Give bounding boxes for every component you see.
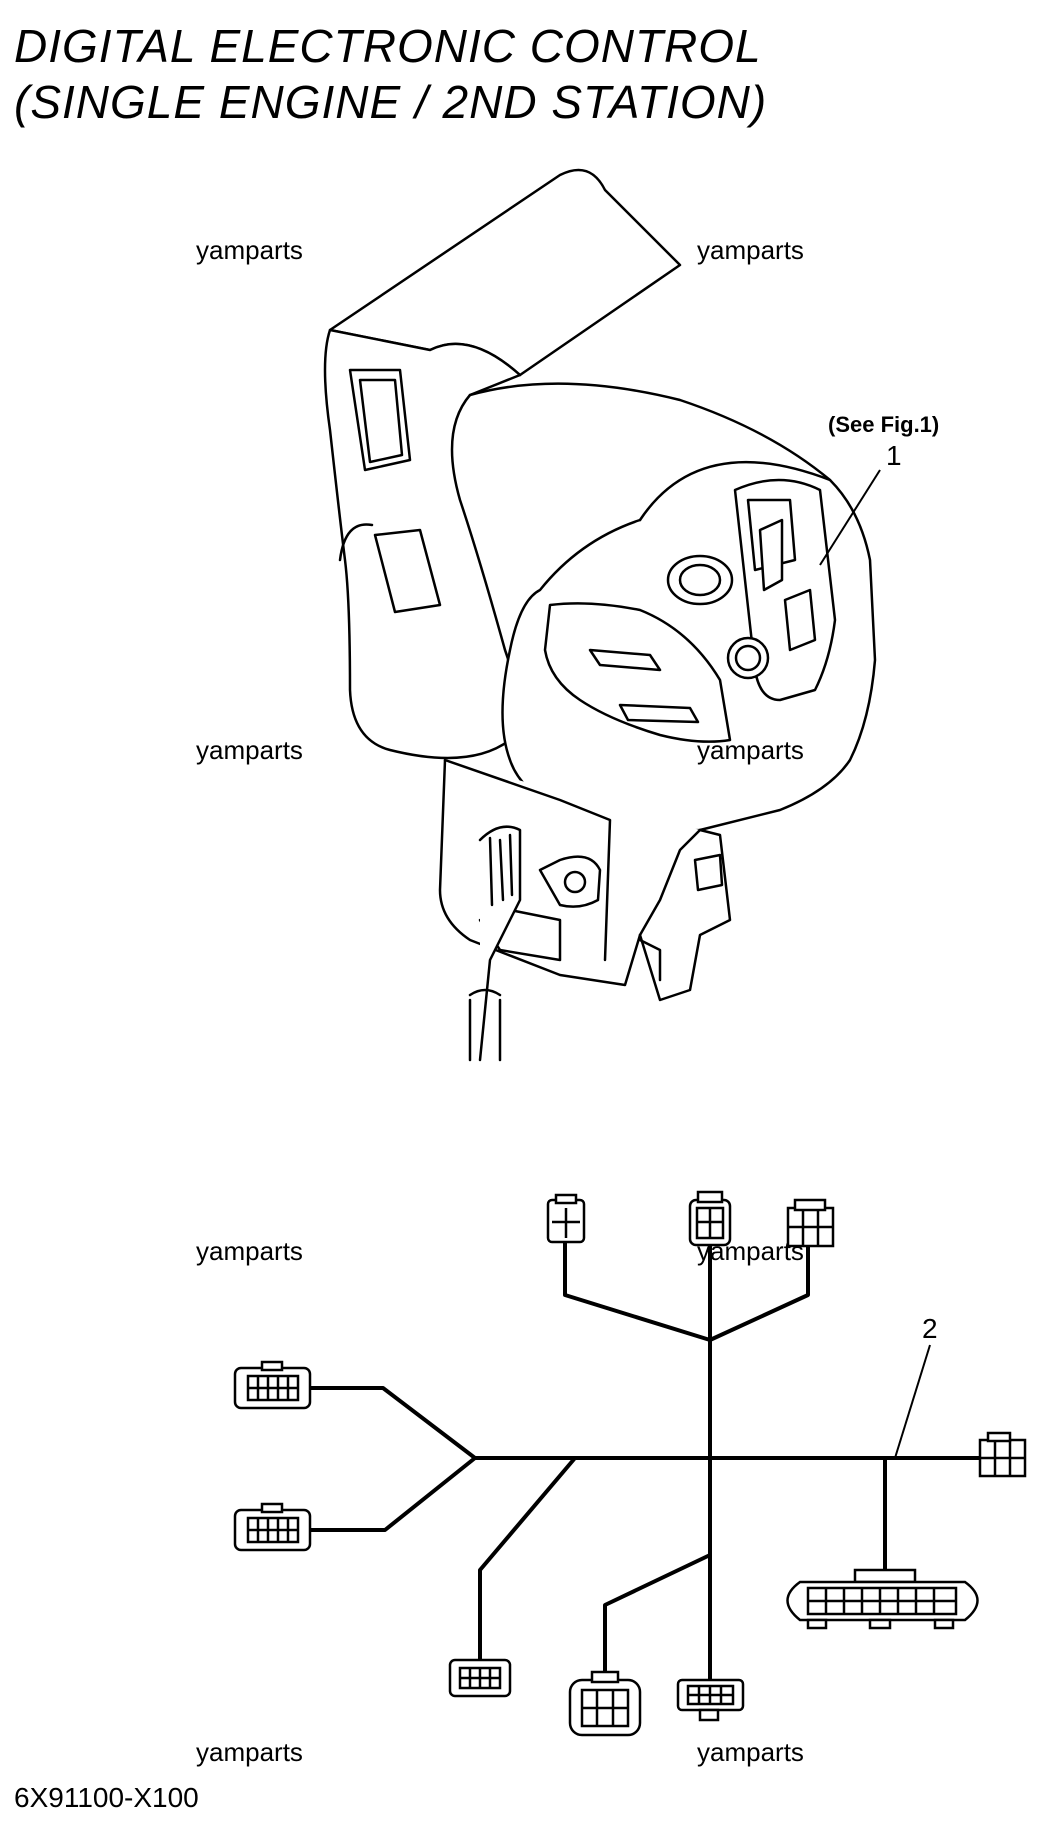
- diagram-title-line1: DIGITAL ELECTRONIC CONTROL: [14, 20, 762, 72]
- watermark: yamparts: [697, 1737, 804, 1767]
- connector-right-end: [978, 1431, 1027, 1478]
- connector-top-left: [546, 1193, 586, 1244]
- watermark: yamparts: [697, 735, 804, 765]
- callout-note: (See Fig.1): [828, 412, 939, 437]
- leader-line-1: [819, 469, 881, 566]
- watermark: yamparts: [196, 1236, 303, 1266]
- connector-left-upper: [233, 1360, 312, 1410]
- connector-left-lower: [233, 1502, 312, 1552]
- connector-bottom-center: [568, 1670, 642, 1737]
- leader-line-2: [894, 1344, 931, 1459]
- connector-bottom-left: [448, 1658, 512, 1698]
- connector-top-center: [688, 1190, 732, 1247]
- connector-top-right: [786, 1198, 835, 1248]
- diagram-code: 6X91100-X100: [14, 1782, 199, 1813]
- diagram-title-line2: (SINGLE ENGINE / 2ND STATION): [14, 76, 768, 128]
- callout-number-1: 1: [886, 440, 902, 471]
- watermark: yamparts: [697, 1236, 804, 1266]
- callout-number-2: 2: [922, 1313, 938, 1344]
- watermark: yamparts: [697, 235, 804, 265]
- wire-harness-connectors: [233, 1190, 1027, 1737]
- watermark: yamparts: [196, 1737, 303, 1767]
- connector-bottom-right: [676, 1678, 745, 1722]
- watermark: yamparts: [196, 235, 303, 265]
- watermark: yamparts: [196, 735, 303, 765]
- control-lever-drawing: [323, 168, 877, 1062]
- connector-large-oval: [786, 1568, 979, 1630]
